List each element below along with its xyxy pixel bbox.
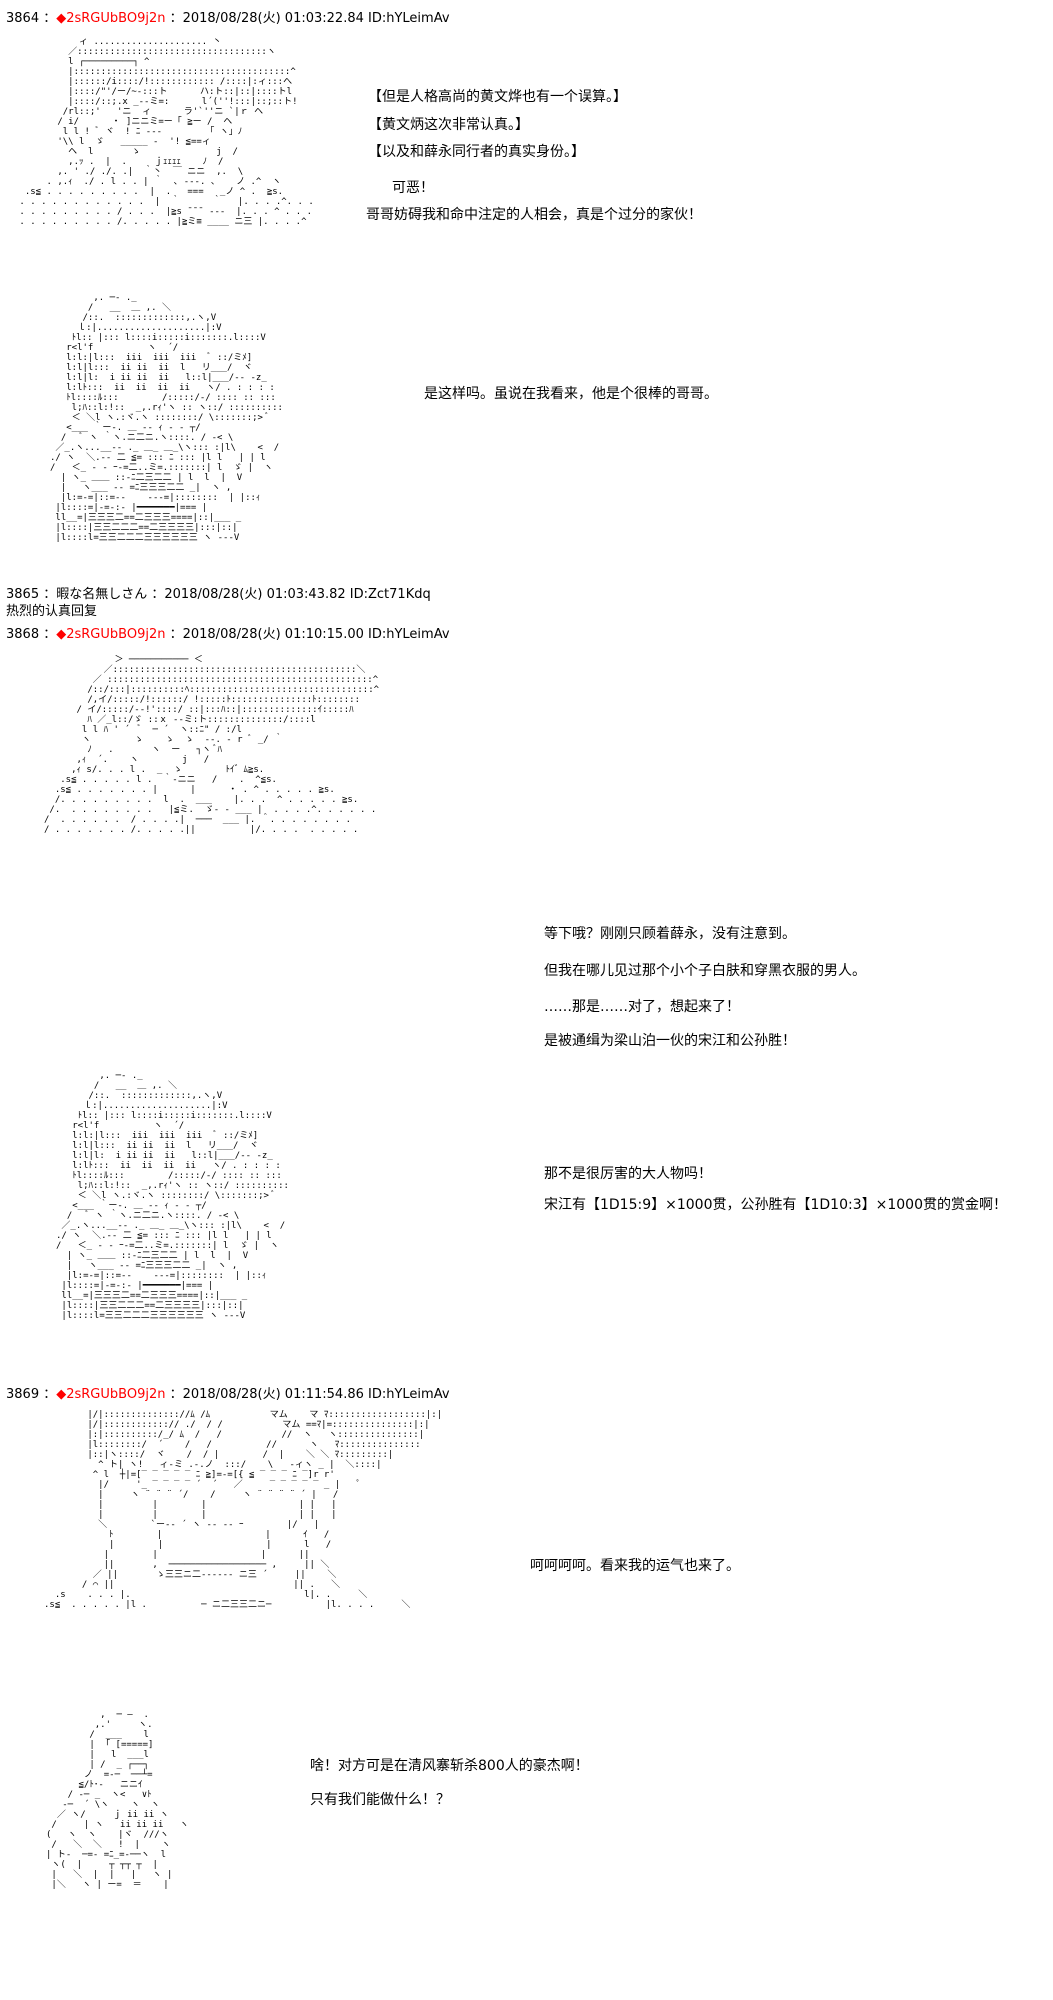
author-trip[interactable]: ◆2sRGUbBO9j2n [56,627,166,642]
dialogue-line: 啥！对方可是在清风寨斩杀800人的豪杰啊！ [310,1758,589,1774]
dialogue-line: 【黄文炳这次非常认真。】 [368,117,529,133]
post-number: 3869 [6,1387,40,1402]
post-header-3869: 3869 ：◆2sRGUbBO9j2n ：2018/08/28(火) 01:11… [6,1387,450,1402]
dialogue-line: 是被通缉为梁山泊一伙的宋江和公孙胜！ [544,1033,796,1049]
dialogue-line: 【但是人格高尚的黄文烨也有一个误算。】 [368,89,627,105]
dialogue-line: 但我在哪儿见过那个小个子白肤和穿黑衣服的男人。 [544,963,866,979]
ascii-art-2: ,. ─- ._ / __ ＿ ,. ＼ /::. :::::::::::::,… [50,293,283,543]
dialogue-line: 等下哦？刚刚只顾着薛永，没有注意到。 [544,926,796,942]
post-number: 3864 [6,11,40,26]
dialogue-line: 可恶！ [392,180,434,196]
post-body-3865: 热烈的认真回复 [6,604,98,619]
ascii-art-4: ,. ─- ._ / __ ＿ ,. ＼ /::. :::::::::::::,… [56,1071,289,1321]
author-trip[interactable]: ◆2sRGUbBO9j2n [56,11,166,26]
post-meta: ：2018/08/28(火) 01:10:15.00 ID:hYLeimAv [165,627,450,642]
post-meta: ：2018/08/28(火) 01:03:43.82 ID:Zct71Kdq [147,587,431,602]
author-name: 暇な名無しさん [56,587,148,602]
dialogue-line: 哥哥妨碍我和命中注定的人相会，真是个过分的家伙！ [366,207,702,223]
ascii-art-1: ィ ..................... 丶 ／:::::::::::::… [19,37,314,227]
post-header-3868: 3868 ：◆2sRGUbBO9j2n ：2018/08/28(火) 01:10… [6,627,450,642]
dialogue-line: 那不是很厉害的大人物吗！ [544,1166,712,1182]
dialogue-line: 【以及和薛永同行者的真实身份。】 [368,144,585,160]
ascii-art-3: ＞ ─────────── ＜ ／:::::::::::::::::::::::… [44,655,380,835]
post-header-3865: 3865 ：暇な名無しさん ：2018/08/28(火) 01:03:43.82… [6,587,431,602]
post-number: 3868 [6,627,40,642]
post-meta: ：2018/08/28(火) 01:11:54.86 ID:hYLeimAv [165,1387,450,1402]
post-header-3864: 3864 ：◆2sRGUbBO9j2n ：2018/08/28(火) 01:03… [6,11,450,26]
dialogue-line: 宋江有【1D15:9】×1000贯，公孙胜有【1D10:3】×1000贯的赏金啊… [544,1197,1007,1213]
post-number: 3865 [6,587,40,602]
post-meta: ：2018/08/28(火) 01:03:22.84 ID:hYLeimAv [165,11,450,26]
dialogue-line: 是这样吗。虽说在我看来，他是个很棒的哥哥。 [424,386,718,402]
dialogue-line: 呵呵呵呵。看来我的运气也来了。 [530,1558,740,1574]
ascii-art-6: , ─ ― . ,.' ヽ. / ___ l | ｢ [=====] | l _… [46,1710,189,1890]
author-trip[interactable]: ◆2sRGUbBO9j2n [56,1387,166,1402]
dialogue-line: ……那是……对了，想起来了！ [544,999,740,1015]
dialogue-line: 只有我们能做什么！？ [310,1792,450,1808]
ascii-art-5: |/|:::::::::::::://ﾑ /ﾑ マム マ ﾏ::::::::::… [44,1410,443,1610]
